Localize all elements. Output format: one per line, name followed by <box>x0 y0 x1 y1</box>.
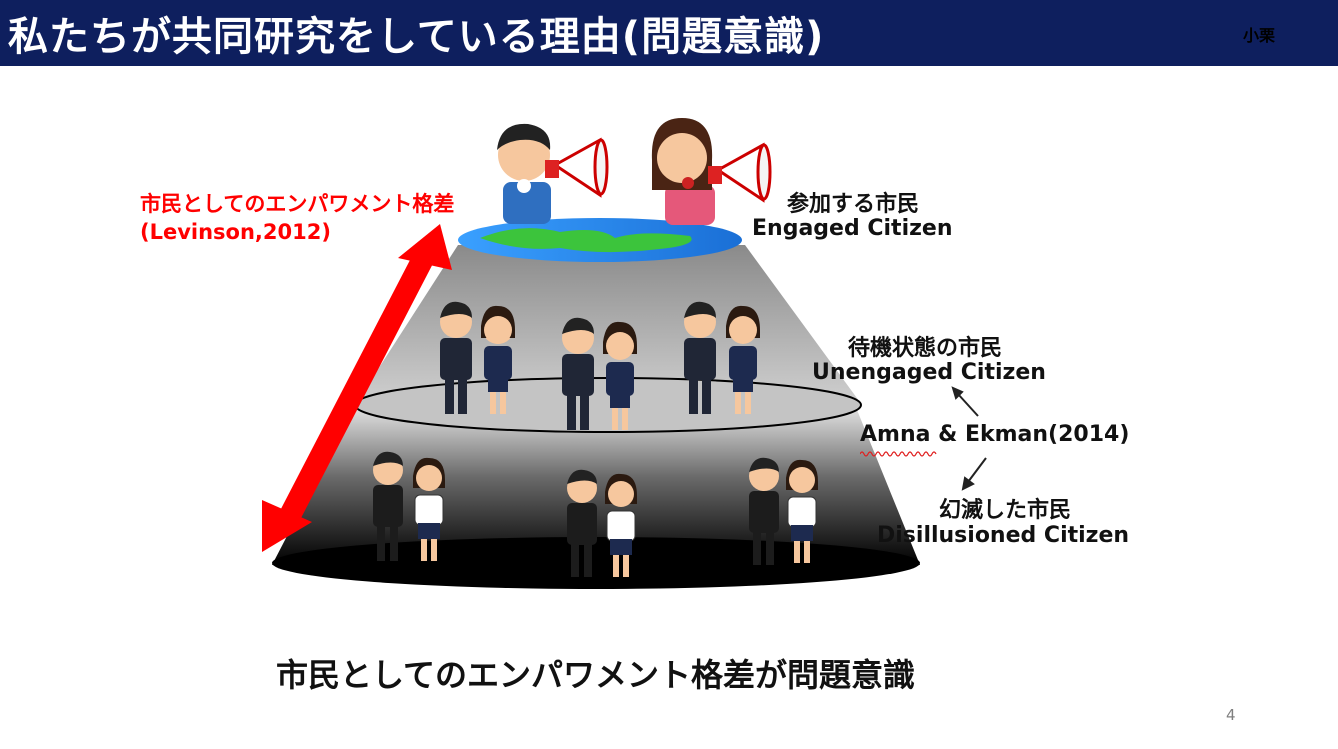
engaged-citizen-man <box>497 123 551 224</box>
title-bar <box>0 0 1338 66</box>
author-name: 小栗 <box>1243 26 1276 45</box>
slide-title: 私たちが共同研究をしている理由(問題意識) <box>8 14 825 60</box>
megaphone-icon <box>545 137 609 198</box>
unengaged-label-en: Unengaged Citizen <box>812 360 1046 385</box>
engaged-citizen-woman <box>651 118 715 225</box>
source-arrow-down <box>961 457 987 491</box>
unengaged-students <box>440 301 760 430</box>
engaged-label-ja: 参加する市民 <box>787 192 920 217</box>
megaphone-icon <box>708 142 772 203</box>
engaged-label-en: Engaged Citizen <box>752 216 953 241</box>
empowerment-gap-arrow <box>262 224 452 552</box>
disillusioned-label-ja: 幻滅した市民 <box>939 498 1072 523</box>
unengaged-label-ja: 待機状態の市民 <box>848 336 1003 361</box>
disillusioned-label-en: Disillusioned Citizen <box>877 523 1130 548</box>
page-number: 4 <box>1226 706 1236 724</box>
source-arrow-up <box>951 386 979 417</box>
source-citation: Amna & Ekman(2014) <box>860 422 1130 447</box>
citizen-pyramid-diagram <box>262 118 987 589</box>
slide-caption: 市民としてのエンパワメント格差が問題意識 <box>276 656 916 694</box>
disillusioned-base <box>272 537 920 589</box>
globe-land <box>480 228 692 253</box>
spellcheck-underline <box>860 451 937 457</box>
gap-label: 市民としてのエンパワメント格差 <box>140 192 455 216</box>
gap-label-citation: (Levinson,2012) <box>140 220 331 244</box>
disillusioned-students <box>373 451 818 577</box>
